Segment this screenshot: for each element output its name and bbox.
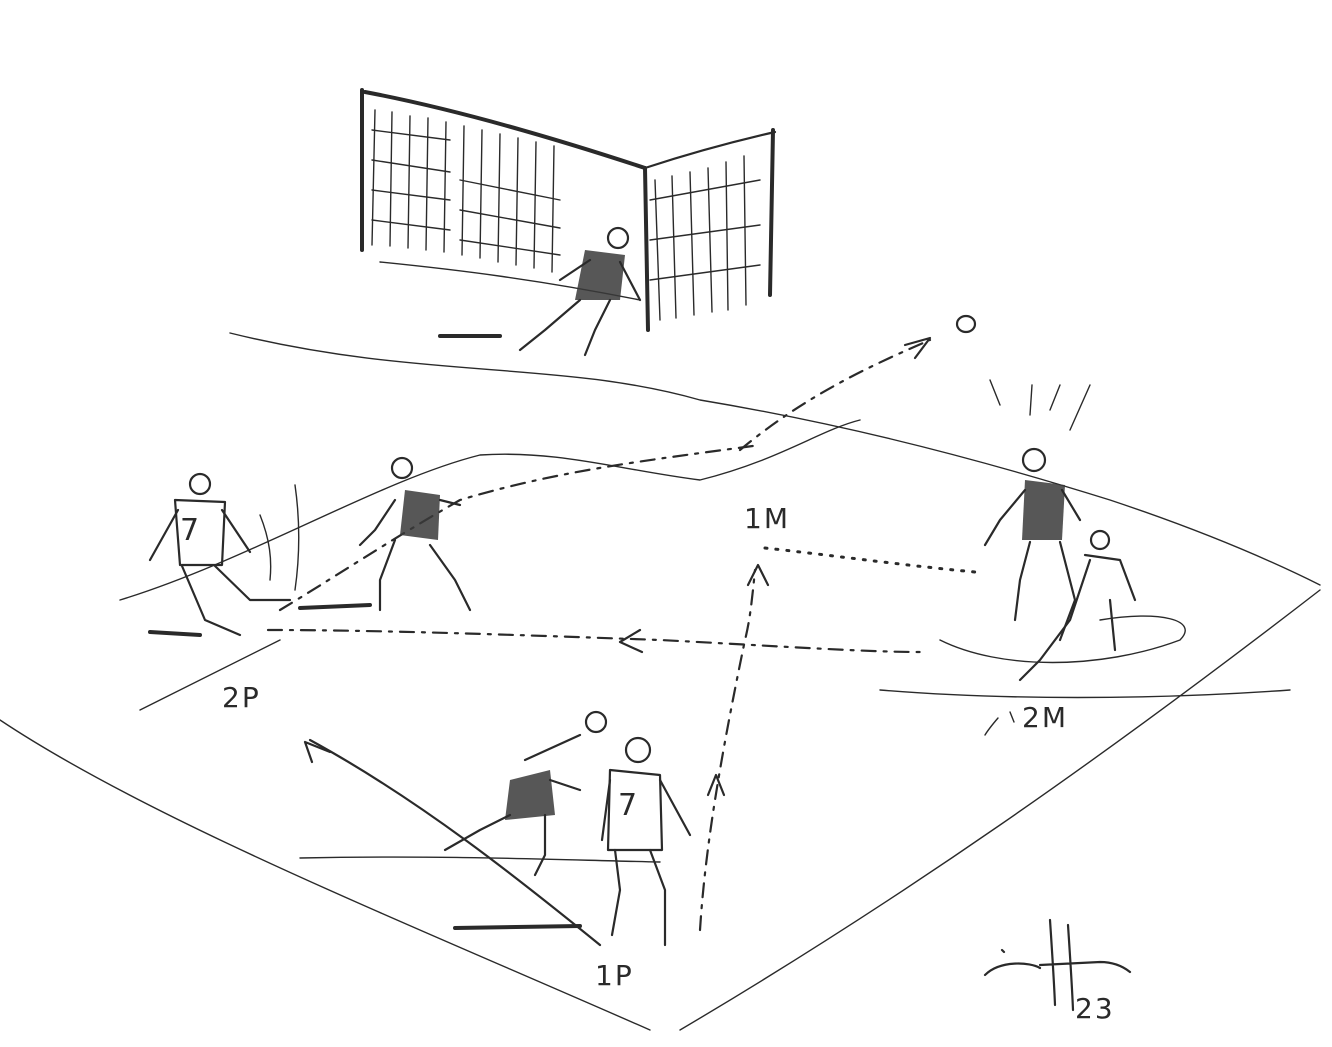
goal-line [229,332,1321,586]
player-2m [939,379,1186,664]
run-1m-arrowhead [746,563,770,587]
label-2p: 2P [222,681,261,714]
run-1p-to-2p [308,738,602,947]
player-1p: 7 [453,736,692,947]
defender-right [1018,529,1137,682]
goal-back-post [768,128,775,297]
right-touchline [679,589,1321,1031]
goal-right-post [643,166,650,332]
goal-top-side [643,130,777,170]
goalkeeper [518,226,642,357]
player-2m-turn-swirl [939,615,1186,664]
box-corner-left [139,639,281,711]
pitch-lines [0,332,1321,1031]
player-2p-shadow [148,630,202,637]
box-edge-right [879,689,1291,699]
label-2m: 2M [1022,701,1068,734]
signature-year: 23 [1075,992,1115,1025]
ground-shadow-line [299,856,661,863]
label-1m: 1M [744,502,790,535]
ball [955,314,977,334]
goal-net [371,109,761,321]
label-1p: 1P [595,959,634,992]
shot-path [738,338,932,452]
run-1p-arrowhead [303,740,332,764]
run-1m [698,568,757,932]
pass-2p-cross [278,443,762,612]
movement-1m-to-2m [763,546,977,574]
pass-2m-to-2p [266,628,922,654]
jersey-number-2p: 7 [180,513,199,548]
defender-left-shadow [298,603,372,610]
movement-arrows [266,336,977,947]
signature: 23 [983,918,1132,1025]
goal-crossbar [363,90,647,170]
player-1p-shadow [453,924,582,930]
defender-front [443,710,608,877]
left-touchline [0,719,651,1031]
jersey-number-1p: 7 [618,788,637,823]
penalty-area-line [119,419,861,601]
label-2m-marks [984,711,1015,736]
pass-arrowhead-left [618,628,644,654]
signature-mark [983,918,1132,1012]
position-labels: 1P 2P 1M 2M [222,502,1068,992]
defender-left [298,456,472,612]
run-1m-mid-arrowhead [706,773,726,797]
goal [360,88,777,338]
shot-arrowhead [903,336,932,360]
player-2p: 7 [148,472,300,637]
